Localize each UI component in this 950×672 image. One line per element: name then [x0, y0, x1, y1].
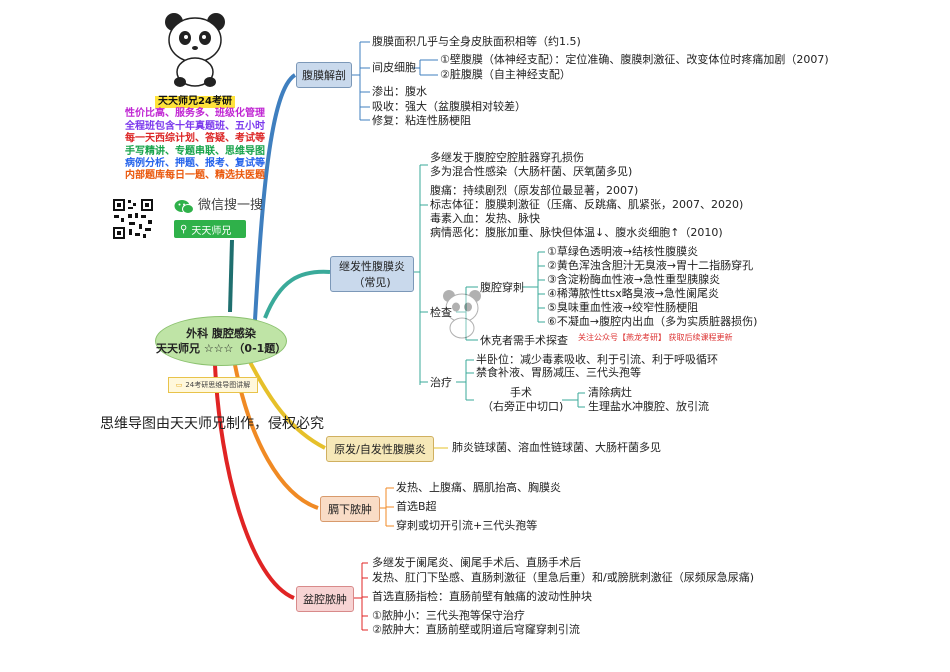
secondary-shock: 休克者需手术探查 — [480, 334, 568, 347]
anatomy-repair: 修复：粘连性肠梗阻 — [372, 114, 471, 127]
brand-title: 天天师兄24考研 — [155, 96, 235, 109]
node-label: 膈下脓肿 — [328, 503, 372, 516]
node-secondary-peritonitis[interactable]: 继发性腹膜炎 （常见) — [330, 256, 414, 292]
node-label: 盆腔脓肿 — [303, 593, 347, 606]
promo-line: 每一天西综计划、答疑、考试等 — [125, 133, 265, 145]
panda-watermark-icon — [440, 288, 484, 340]
node-primary-peritonitis[interactable]: 原发/自发性腹膜炎 — [326, 436, 434, 462]
secondary-treat: 治疗 — [430, 376, 452, 389]
puncture-result: ①草绿色透明液→结核性腹膜炎 — [547, 245, 699, 258]
node-peritoneal-anatomy[interactable]: 腹膜解剖 — [296, 62, 352, 88]
pelvic-item: ①脓肿小：三代头孢等保守治疗 — [372, 609, 525, 622]
treat-item: 禁食补液、胃肠减压、三代头孢等 — [476, 366, 641, 379]
central-topic-subtitle: 天天师兄 ☆☆☆（0-1题） — [156, 342, 287, 355]
node-sublabel: （常见) — [353, 276, 391, 289]
tag-text: 24考研思维导图讲解 — [185, 381, 251, 389]
pelvic-item: 首选直肠指检：直肠前壁有触痛的波动性肿块 — [372, 590, 592, 603]
secondary-cause: 多为混合性感染（大肠杆菌、厌氧菌多见) — [430, 165, 633, 178]
puncture-result: ②黄色浑浊含胆汁无臭液→胃十二指肠穿孔 — [547, 259, 754, 272]
anatomy-parietal: ①壁腹膜（体神经支配）：定位准确、腹膜刺激征、改变体位时疼痛加剧（2007) — [440, 53, 829, 66]
secondary-symptom: 腹痛：持续剧烈（原发部位最显著，2007) — [430, 184, 639, 197]
node-label: 原发/自发性腹膜炎 — [334, 443, 426, 456]
secondary-symptom: 病情恶化：腹胀加重、脉快但体温↓、腹水炎细胞↑（2010) — [430, 226, 723, 239]
puncture-result: ④稀薄脓性ttsx略臭液→急性阑尾炎 — [547, 287, 719, 300]
secondary-puncture: 腹腔穿刺 — [480, 281, 524, 294]
treat-item: 半卧位：减少毒素吸收、利于引流、利于呼吸循环 — [476, 353, 718, 366]
surgery-step: 生理盐水冲腹腔、放引流 — [588, 400, 709, 413]
surgery-step: 清除病灶 — [588, 386, 632, 399]
promo-line: 手写精讲、专题串联、思维导图 — [125, 145, 265, 157]
subphrenic-item: 首选B超 — [396, 500, 437, 513]
node-subphrenic-abscess[interactable]: 膈下脓肿 — [320, 496, 380, 522]
secondary-cause: 多继发于腹腔空腔脏器穿孔损伤 — [430, 151, 584, 164]
red-watermark: 关注公众号【燕龙考研】 获取后续课程更新 — [578, 333, 733, 342]
promo-line: 病例分析、押题、报考、复试等 — [125, 158, 265, 170]
secondary-symptom: 标志体征：腹膜刺激征（压痛、反跳痛、肌紧张，2007、2020) — [430, 198, 744, 211]
panda-mascot-icon — [160, 10, 230, 90]
node-label: 继发性腹膜炎 — [339, 260, 405, 273]
node-pelvic-abscess[interactable]: 盆腔脓肿 — [296, 586, 354, 612]
wechat-search-label: 微信搜一搜 — [198, 198, 264, 213]
tag-icon: ▭ — [175, 381, 183, 389]
promo-line: 性价比高、服务多、班级化管理 — [125, 108, 265, 120]
pelvic-item: ②脓肿大：直肠前壁或阴道后穹窿穿刺引流 — [372, 623, 580, 636]
pelvic-item: 发热、肛门下坠感、直肠刺激征（里急后重）和/或膀胱刺激征（尿频尿急尿痛) — [372, 571, 754, 584]
wechat-logo-icon — [174, 198, 194, 216]
search-box[interactable]: ⚲ 天天师兄 — [174, 220, 246, 238]
primary-item: 肺炎链球菌、溶血性链球菌、大肠杆菌多见 — [452, 441, 661, 454]
secondary-exam: 检查 — [430, 306, 452, 319]
puncture-result: ③含淀粉酶血性液→急性重型胰腺炎 — [547, 273, 721, 286]
puncture-result: ⑤臭味重血性液→绞窄性肠梗阻 — [547, 301, 699, 314]
promo-line: 内部题库每日一题、精选扶医题 — [125, 170, 265, 182]
promo-line: 全程班包含十年真题班、五小时 — [125, 120, 265, 132]
search-text: 天天师兄 — [191, 225, 232, 237]
mindmap-tag[interactable]: ▭ 24考研思维导图讲解 — [168, 377, 258, 393]
search-icon: ⚲ — [180, 223, 188, 235]
qr-code-icon — [112, 198, 154, 240]
pelvic-item: 多继发于阑尾炎、阑尾手术后、直肠手术后 — [372, 556, 581, 569]
central-topic[interactable]: 外科 腹腔感染 天天师兄 ☆☆☆（0-1题） — [155, 316, 287, 366]
node-label: 腹膜解剖 — [302, 69, 346, 82]
subphrenic-item: 发热、上腹痛、膈肌抬高、胸膜炎 — [396, 481, 561, 494]
puncture-result: ⑥不凝血→腹腔内出血（多为实质脏器损伤) — [547, 315, 758, 328]
treat-surgery: 手术 — [510, 386, 532, 399]
anatomy-absorb: 吸收：强大（盆腹膜相对较差） — [372, 100, 526, 113]
copyright-slogan: 思维导图由天天师兄制作，侵权必究 — [100, 416, 324, 432]
anatomy-visceral: ②脏腹膜（自主神经支配） — [440, 68, 571, 81]
anatomy-exudate: 渗出：腹水 — [372, 85, 427, 98]
subphrenic-item: 穿刺或切开引流+三代头孢等 — [396, 519, 538, 532]
anatomy-area: 腹膜面积几乎与全身皮肤面积相等（约1.5) — [372, 35, 581, 48]
anatomy-mesothelium: 间皮细胞 — [372, 61, 416, 74]
promo-block: 天天师兄24考研 性价比高、服务多、班级化管理 全程班包含十年真题班、五小时 每… — [110, 96, 280, 183]
central-topic-title: 外科 腹腔感染 — [186, 327, 256, 340]
treat-surgery-incision: （右旁正中切口) — [482, 400, 564, 413]
secondary-symptom: 毒素入血：发热、脉快 — [430, 212, 540, 225]
